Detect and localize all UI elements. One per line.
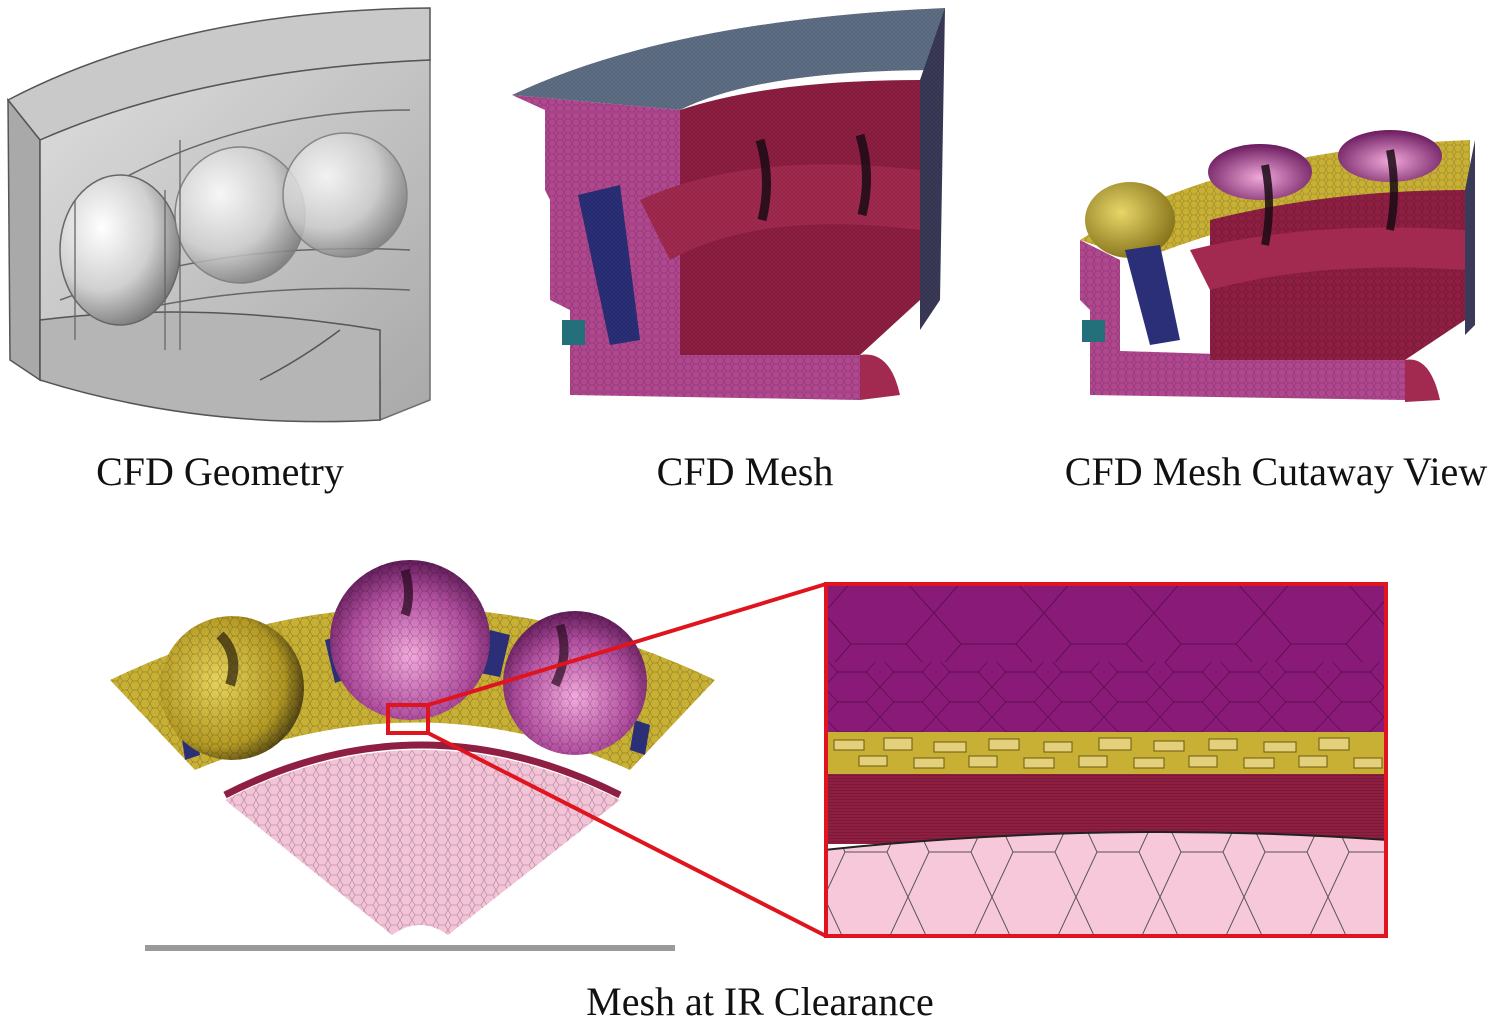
cfd-mesh-panel — [500, 0, 960, 430]
zoom-frame — [824, 582, 1388, 938]
cfd-mesh-caption: CFD Mesh — [656, 449, 834, 494]
geometry-ball-2 — [174, 146, 306, 284]
cfd-mesh-cutaway-panel — [1070, 110, 1490, 430]
cfd-geometry-caption: CFD Geometry — [96, 449, 344, 494]
ir-clearance-caption: Mesh at IR Clearance — [586, 979, 934, 1024]
sector-baseline — [145, 945, 675, 951]
cfd-mesh-illustration — [512, 8, 945, 400]
geometry-ball-3 — [282, 132, 408, 258]
ir-clearance-sector-panel — [100, 555, 740, 960]
geometry-ball-1 — [59, 174, 181, 326]
ir-clearance-zoom-panel — [824, 582, 1388, 938]
cfd-mesh-cutaway-caption: CFD Mesh Cutaway View — [1064, 449, 1488, 494]
ir-clearance-sector-illustration — [110, 560, 715, 951]
cfd-geometry-illustration — [6, 7, 431, 423]
cfd-geometry-panel — [0, 0, 440, 430]
cfd-mesh-cutaway-illustration — [1080, 130, 1475, 402]
clearance-highlight-box — [386, 703, 430, 735]
ir-clearance-zoom-illustration — [824, 582, 1388, 938]
